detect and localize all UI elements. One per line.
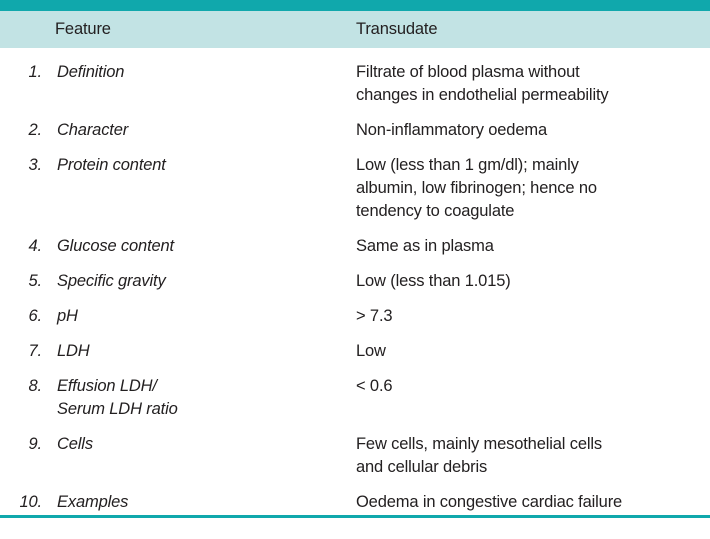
table-row-ph: 6. pH > 7.3: [0, 305, 710, 328]
value-cell: Low (less than 1 gm/dl); mainly albumin,…: [356, 156, 597, 220]
table-row-protein-content: 3. Protein content Low (less than 1 gm/d…: [0, 154, 710, 223]
column-header-transudate: Transudate: [356, 20, 438, 38]
value-cell: Low: [356, 342, 386, 360]
feature-cell: Effusion LDH/ Serum LDH ratio: [57, 377, 178, 418]
feature-cell: LDH: [57, 342, 90, 360]
row-number: 8.: [28, 377, 43, 395]
value-cell: Oedema in congestive cardiac failure: [356, 493, 623, 511]
table-row-specific-gravity: 5. Specific gravity Low (less than 1.015…: [0, 270, 710, 293]
value-cell: Few cells, mainly mesothelial cells and …: [356, 435, 602, 476]
value-cell: Non-inflammatory oedema: [356, 121, 547, 139]
table-bottom-border: [0, 515, 710, 518]
row-number: 2.: [28, 121, 43, 139]
feature-cell: Protein content: [57, 156, 166, 174]
row-number: 5.: [28, 272, 43, 290]
table-row-examples: 10. Examples Oedema in congestive cardia…: [0, 491, 710, 514]
feature-cell: Examples: [57, 493, 129, 511]
value-cell: Filtrate of blood plasma without changes…: [356, 63, 609, 104]
table-row-definition: 1. Definition Filtrate of blood plasma w…: [0, 61, 710, 107]
value-cell: Low (less than 1.015): [356, 272, 511, 290]
feature-cell: Glucose content: [57, 237, 174, 255]
table-body: 1. Definition Filtrate of blood plasma w…: [0, 48, 710, 514]
column-header-feature: Feature: [55, 20, 111, 38]
row-number: 10.: [19, 493, 43, 511]
value-cell: Same as in plasma: [356, 237, 494, 255]
table-row-effusion-serum-ldh-ratio: 8. Effusion LDH/ Serum LDH ratio < 0.6: [0, 375, 710, 421]
table-row-ldh: 7. LDH Low: [0, 340, 710, 363]
table-row-glucose-content: 4. Glucose content Same as in plasma: [0, 235, 710, 258]
feature-cell: Character: [57, 121, 129, 139]
table-header-row: Feature Transudate: [0, 11, 710, 48]
row-number: 6.: [28, 307, 43, 325]
row-number: 9.: [28, 435, 43, 453]
row-number: 7.: [28, 342, 43, 360]
table-row-cells: 9. Cells Few cells, mainly mesothelial c…: [0, 433, 710, 479]
value-cell: < 0.6: [356, 377, 393, 395]
row-number: 4.: [28, 237, 43, 255]
feature-cell: pH: [57, 307, 78, 325]
feature-cell: Cells: [57, 435, 93, 453]
value-cell: > 7.3: [356, 307, 393, 325]
row-number: 3.: [28, 156, 43, 174]
feature-cell: Definition: [57, 63, 125, 81]
table-row-character: 2. Character Non-inflammatory oedema: [0, 119, 710, 142]
feature-cell: Specific gravity: [57, 272, 166, 290]
table-top-border: [0, 0, 710, 11]
row-number: 1.: [28, 63, 43, 81]
